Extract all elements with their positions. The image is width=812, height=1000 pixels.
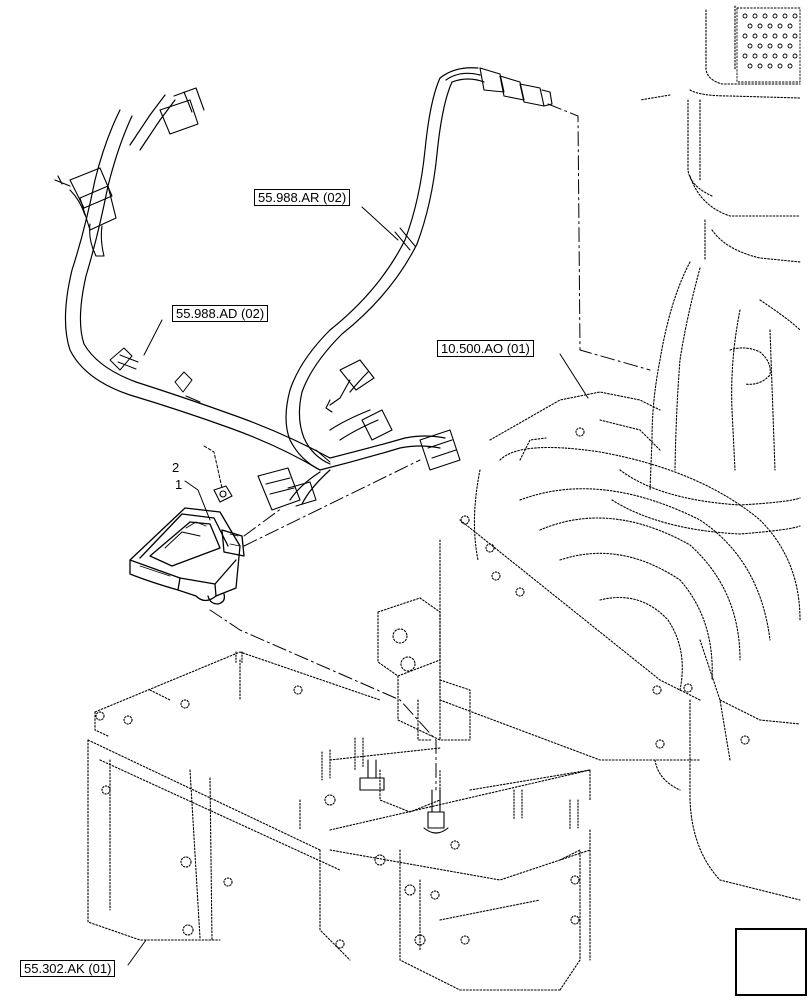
navigation-icon-frame[interactable] (735, 928, 807, 996)
filter-screen (736, 7, 801, 83)
engine-mount-bracket (377, 597, 471, 741)
harness-connectors (54, 67, 553, 511)
exhaust-pipe (611, 5, 801, 535)
reference-label-frame-ak[interactable]: 55.302.AK (01) (20, 960, 116, 977)
mounting-studs (235, 651, 579, 831)
housing-bolts (460, 427, 750, 749)
wire-harness (64, 67, 485, 505)
engine-housing (439, 391, 801, 901)
reference-label-harness-ad[interactable]: 55.988.AD (02) (172, 305, 269, 322)
callout-item-2: 2 (172, 460, 180, 475)
frame-fasteners (95, 685, 580, 949)
callout-item-1: 1 (175, 477, 183, 492)
harness-clips (109, 227, 416, 463)
leader-lines (127, 206, 589, 966)
alignment-lines (209, 103, 651, 791)
reference-label-engine-ao[interactable]: 10.500.AO (01) (437, 340, 534, 357)
ecu-module (129, 507, 245, 605)
chassis-frame (87, 651, 591, 991)
ecu-fastener (213, 485, 233, 503)
ecu-mounting-bolt (359, 759, 449, 834)
reference-label-harness-ar[interactable]: 55.988.AR (02) (254, 189, 351, 206)
